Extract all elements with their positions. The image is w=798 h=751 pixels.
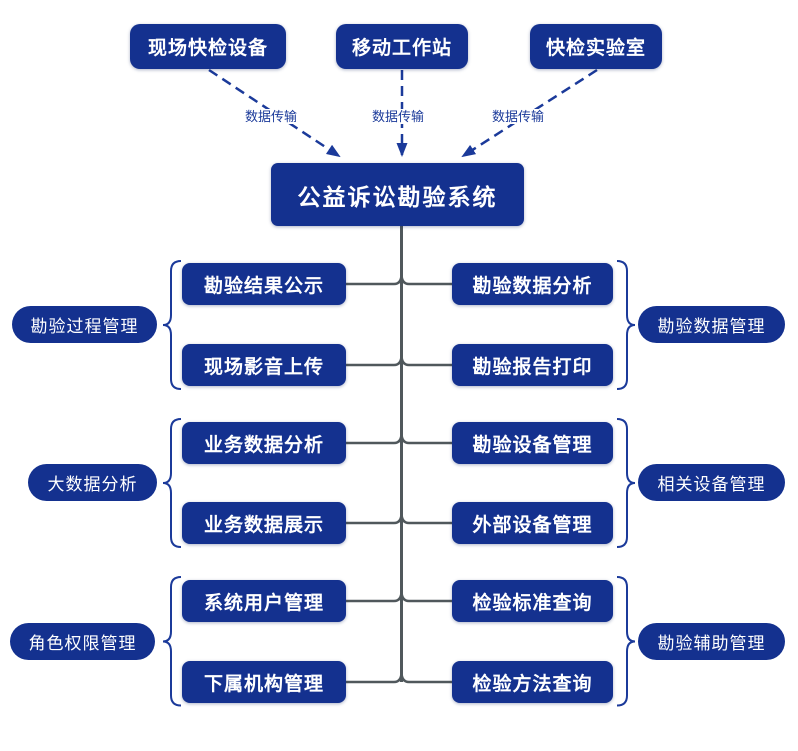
feature-node-external-device-mgmt: 外部设备管理 <box>452 502 613 544</box>
edge-label-data-transfer-3: 数据传输 <box>490 109 547 124</box>
feature-node-inspection-report-print: 勘验报告打印 <box>452 344 613 386</box>
source-node-mobile-workstation: 移动工作站 <box>336 24 468 69</box>
brace-right-1 <box>616 260 636 390</box>
connector-right-5 <box>400 590 452 603</box>
feature-node-inspection-result-publicity: 勘验结果公示 <box>182 263 346 305</box>
group-pill-related-device-mgmt: 相关设备管理 <box>638 464 785 501</box>
brace-left-3 <box>162 576 182 707</box>
brace-right-2 <box>616 418 636 548</box>
group-pill-role-permission-mgmt: 角色权限管理 <box>10 623 155 660</box>
connector-left-5 <box>346 590 403 603</box>
connector-left-2 <box>346 354 403 367</box>
center-node-system: 公益诉讼勘验系统 <box>271 163 524 226</box>
connector-right-2 <box>400 354 452 367</box>
source-node-field-device: 现场快检设备 <box>130 24 286 69</box>
group-pill-inspection-data-mgmt: 勘验数据管理 <box>638 306 785 343</box>
feature-node-scene-av-upload: 现场影音上传 <box>182 344 346 386</box>
group-pill-inspection-assist-mgmt: 勘验辅助管理 <box>638 623 785 660</box>
feature-node-subordinate-org-mgmt: 下属机构管理 <box>182 661 346 703</box>
feature-node-inspection-device-mgmt: 勘验设备管理 <box>452 422 613 464</box>
connector-left-3 <box>346 432 403 445</box>
dashed-arrow-right <box>461 68 598 158</box>
brace-left-1 <box>162 260 182 390</box>
connector-right-1 <box>400 273 452 286</box>
dashed-arrow-left <box>208 68 341 158</box>
edge-label-data-transfer-1: 数据传输 <box>243 109 300 124</box>
group-pill-inspection-process-mgmt: 勘验过程管理 <box>12 306 157 343</box>
feature-node-business-data-display: 业务数据展示 <box>182 502 346 544</box>
group-pill-big-data-analysis: 大数据分析 <box>28 464 157 501</box>
feature-node-business-data-analysis: 业务数据分析 <box>182 422 346 464</box>
brace-left-2 <box>162 418 182 548</box>
feature-node-test-standard-query: 检验标准查询 <box>452 580 613 622</box>
feature-node-inspection-data-analysis: 勘验数据分析 <box>452 263 613 305</box>
connector-left-6 <box>346 671 403 684</box>
connector-right-3 <box>400 432 452 445</box>
connector-right-6 <box>400 671 452 684</box>
edge-label-data-transfer-2: 数据传输 <box>370 109 427 124</box>
connector-left-1 <box>346 273 403 286</box>
feature-node-system-user-mgmt: 系统用户管理 <box>182 580 346 622</box>
connector-left-4 <box>346 512 403 525</box>
brace-right-3 <box>616 576 636 707</box>
connector-right-4 <box>400 512 452 525</box>
feature-node-test-method-query: 检验方法查询 <box>452 661 613 703</box>
source-node-rapid-test-lab: 快检实验室 <box>530 24 662 69</box>
